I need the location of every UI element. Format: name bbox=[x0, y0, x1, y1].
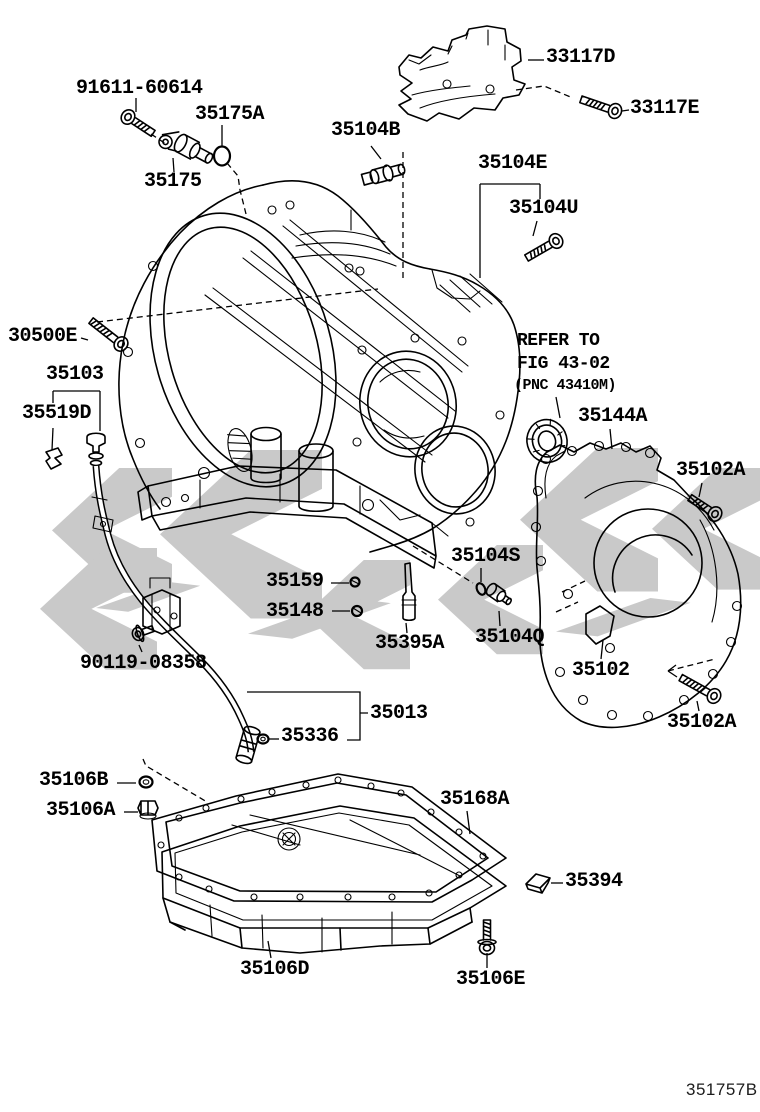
part-label-35106b[interactable]: 35106B bbox=[39, 769, 109, 792]
sensor-35104q bbox=[485, 582, 512, 606]
dipstick-drawing bbox=[86, 432, 261, 765]
o-ring-35175a bbox=[212, 145, 232, 167]
part-label-91611-60614[interactable]: 91611-60614 bbox=[76, 77, 203, 100]
part-label-35104e[interactable]: 35104E bbox=[478, 152, 548, 175]
heat-shield-drawing bbox=[398, 25, 526, 122]
note-line-fig-43-02: FIG 43-02 bbox=[517, 354, 610, 374]
oil-pan-drawing bbox=[161, 805, 507, 954]
part-label-35395a[interactable]: 35395A bbox=[375, 632, 445, 655]
part-label-35102[interactable]: 35102 bbox=[572, 659, 630, 682]
part-label-35106d[interactable]: 35106D bbox=[240, 958, 310, 981]
dashed-arrowhead bbox=[667, 664, 678, 678]
part-label-35102a[interactable]: 35102A bbox=[676, 459, 746, 482]
part-label-35104s[interactable]: 35104S bbox=[451, 545, 521, 568]
washer-35106b bbox=[138, 775, 154, 789]
part-label-35103[interactable]: 35103 bbox=[46, 363, 104, 386]
oil-seal-drawing bbox=[526, 418, 568, 464]
sensor-35175 bbox=[158, 131, 214, 164]
rear-cover-drawing bbox=[530, 440, 743, 729]
part-label-35148[interactable]: 35148 bbox=[266, 600, 324, 623]
part-label-33117d[interactable]: 33117D bbox=[546, 46, 616, 69]
part-label-35175[interactable]: 35175 bbox=[144, 170, 202, 193]
part-label-30500e[interactable]: 30500E bbox=[8, 325, 78, 348]
part-label-35104b[interactable]: 35104B bbox=[331, 119, 401, 142]
bolt-35104u bbox=[524, 232, 564, 262]
note-line-pnc-43410m: (PNC 43410M) bbox=[514, 377, 617, 394]
part-label-35519d[interactable]: 35519D bbox=[22, 402, 92, 425]
leader-lines bbox=[51, 59, 703, 968]
part-label-35106e[interactable]: 35106E bbox=[456, 968, 526, 991]
part-label-35336[interactable]: 35336 bbox=[281, 725, 339, 748]
part-label-35394[interactable]: 35394 bbox=[565, 870, 623, 893]
bolt-33117e bbox=[579, 95, 623, 120]
transmission-case-drawing bbox=[118, 180, 521, 569]
part-label-35104u[interactable]: 35104U bbox=[509, 197, 579, 220]
breather-35395a bbox=[401, 562, 417, 622]
pin-35159 bbox=[349, 576, 361, 588]
part-label-90119-08358[interactable]: 90119-08358 bbox=[80, 652, 207, 675]
figure-code: 351757B bbox=[686, 1080, 758, 1099]
clip-35519d bbox=[45, 447, 63, 470]
magnet-35394 bbox=[525, 873, 551, 894]
part-label-35102a[interactable]: 35102A bbox=[667, 711, 737, 734]
drain-plug-35106a bbox=[137, 800, 159, 820]
part-label-35144a[interactable]: 35144A bbox=[578, 405, 648, 428]
part-label-33117e[interactable]: 33117E bbox=[630, 97, 700, 120]
gasket-drawing bbox=[151, 773, 507, 903]
sensor-35104b bbox=[360, 163, 406, 186]
part-label-35168a[interactable]: 35168A bbox=[440, 788, 510, 811]
part-label-35159[interactable]: 35159 bbox=[266, 570, 324, 593]
o-ring-35104s bbox=[475, 582, 487, 596]
note-line-refer-to: REFER TO bbox=[517, 331, 600, 351]
part-label-35106a[interactable]: 35106A bbox=[46, 799, 116, 822]
part-label-35175a[interactable]: 35175A bbox=[195, 103, 265, 126]
bolt-91611-60614 bbox=[120, 108, 156, 138]
bolt-35106e bbox=[477, 919, 497, 956]
pin-35148 bbox=[350, 604, 364, 618]
bolt-35102a-lower bbox=[678, 673, 722, 705]
part-label-35104q[interactable]: 35104Q bbox=[475, 626, 545, 649]
part-label-35013[interactable]: 35013 bbox=[370, 702, 428, 725]
